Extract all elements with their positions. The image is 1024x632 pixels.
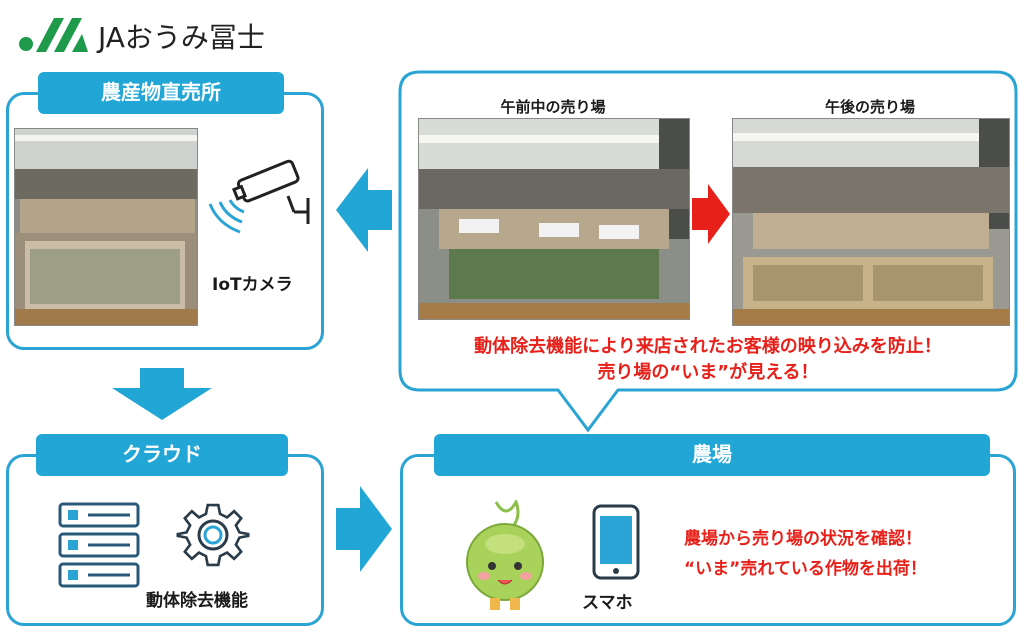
smartphone-icon	[592, 504, 640, 580]
phone-label: スマホ	[582, 593, 633, 613]
arrow-left-icon	[336, 168, 392, 252]
red-arrow-icon	[692, 184, 730, 244]
mascot-icon	[466, 500, 544, 610]
brand-name: JAおうみ冨士	[98, 21, 265, 54]
cloud-panel-title: クラウド	[36, 434, 288, 476]
store-panel-title: 農産物直売所	[38, 72, 284, 114]
farm-panel-title: 農場	[434, 434, 990, 476]
camera-label: IoTカメラ	[212, 275, 293, 295]
morning-photo	[418, 118, 690, 320]
afternoon-photo	[732, 118, 1010, 326]
comparison-note-line1: 動体除去機能により来店されたお客様の映り込みを防止！	[474, 336, 942, 357]
gear-icon	[176, 503, 250, 567]
ja-logo-icon	[19, 18, 88, 52]
comparison-note-line2: 売り場の“いま”が見える！	[597, 362, 819, 383]
arrow-right-icon	[336, 486, 392, 572]
farm-message-line2: “いま”売れている作物を出荷！	[684, 559, 927, 579]
farm-message-line1: 農場から売り場の状況を確認！	[684, 529, 922, 549]
server-icon	[58, 502, 140, 588]
afternoon-caption: 午後の売り場	[824, 98, 915, 116]
arrow-down-icon	[112, 368, 212, 420]
logo: JAおうみ冨士	[18, 10, 318, 54]
cloud-function-label: 動体除去機能	[146, 591, 248, 611]
store-photo	[14, 128, 198, 326]
security-camera-icon	[208, 159, 310, 234]
morning-caption: 午前中の売り場	[500, 98, 606, 116]
